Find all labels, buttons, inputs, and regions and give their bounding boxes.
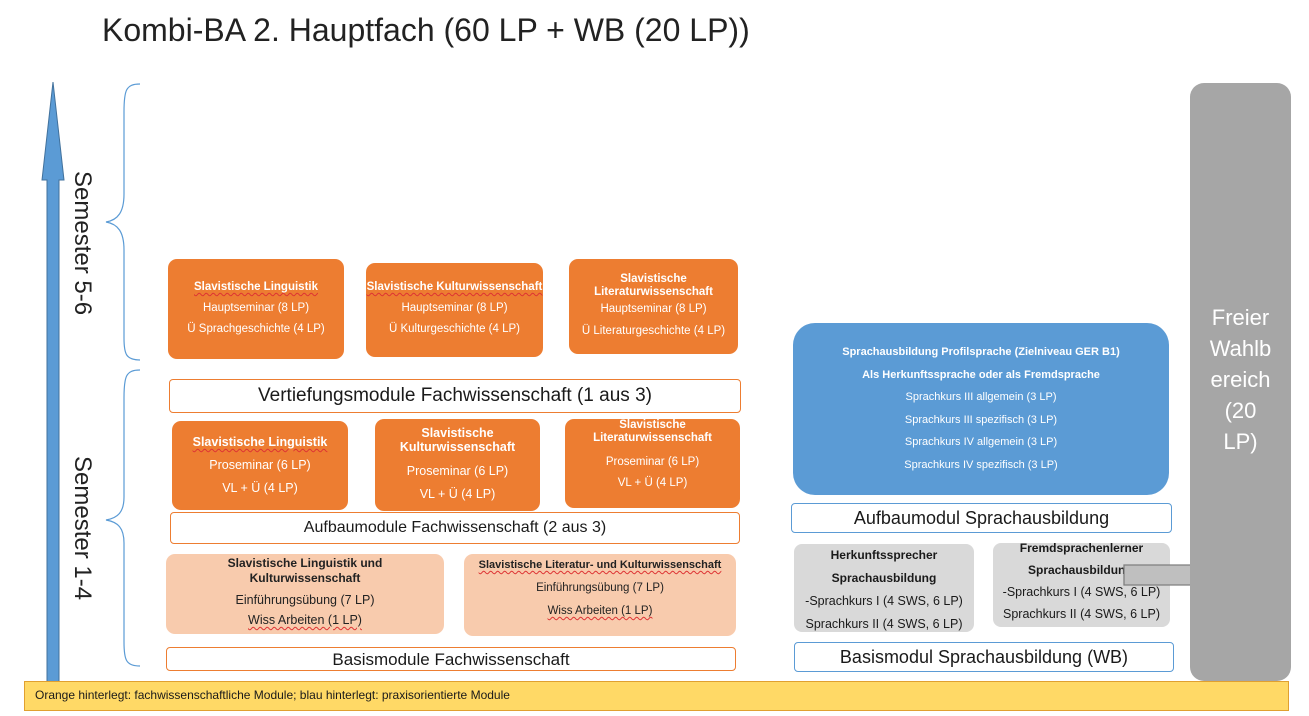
aufbau-linguistik-box: Slavistische Linguistik Proseminar (6 LP… — [172, 421, 348, 510]
aufbaumodule-label: Aufbaumodule Fachwissenschaft (2 aus 3) — [170, 512, 740, 544]
vertiefung-literaturwissenschaft-box: Slavistische Literaturwissenschaft Haupt… — [569, 259, 738, 354]
aufbau-kulturwissenschaft-box: Slavistische Kulturwissenschaft Prosemin… — [375, 419, 540, 511]
semester-arrow-icon — [41, 81, 65, 685]
basis-linguistik-kultur-box: Slavistische Linguistik und Kulturwissen… — [166, 554, 444, 634]
basismodule-label: Basismodule Fachwissenschaft — [166, 647, 736, 671]
legend-bar: Orange hinterlegt: fachwissenschaftliche… — [24, 681, 1289, 711]
vertiefung-linguistik-box: Slavistische Linguistik Hauptseminar (8 … — [168, 259, 344, 359]
vertiefung-kulturwissenschaft-box: Slavistische Kulturwissenschaft Hauptsem… — [366, 263, 543, 357]
sprachausbildung-profil-box: Sprachausbildung Profilsprache (Zielnive… — [793, 323, 1169, 495]
aufbaumodul-sprachausbildung-label: Aufbaumodul Sprachausbildung — [791, 503, 1172, 533]
semester-1-4-label: Semester 1-4 — [69, 456, 96, 601]
vertiefungsmodule-label: Vertiefungsmodule Fachwissenschaft (1 au… — [169, 379, 741, 413]
semester-braces — [105, 83, 141, 667]
semester-5-6-label: Semester 5-6 — [69, 171, 96, 316]
page-title: Kombi-BA 2. Hauptfach (60 LP + WB (20 LP… — [102, 12, 750, 48]
basismodul-sprachausbildung-label: Basismodul Sprachausbildung (WB) — [794, 642, 1174, 672]
basis-literatur-kultur-box: Slavistische Literatur- und Kulturwissen… — [464, 554, 736, 636]
aufbau-literaturwissenschaft-box: Slavistische Literaturwissenschaft Prose… — [565, 419, 740, 508]
freier-wahlbereich-box: Freier Wahlb ereich (20 LP) — [1190, 83, 1291, 681]
herkunftssprecher-box: Herkunftssprecher Sprachausbildung -Spra… — [794, 544, 974, 632]
